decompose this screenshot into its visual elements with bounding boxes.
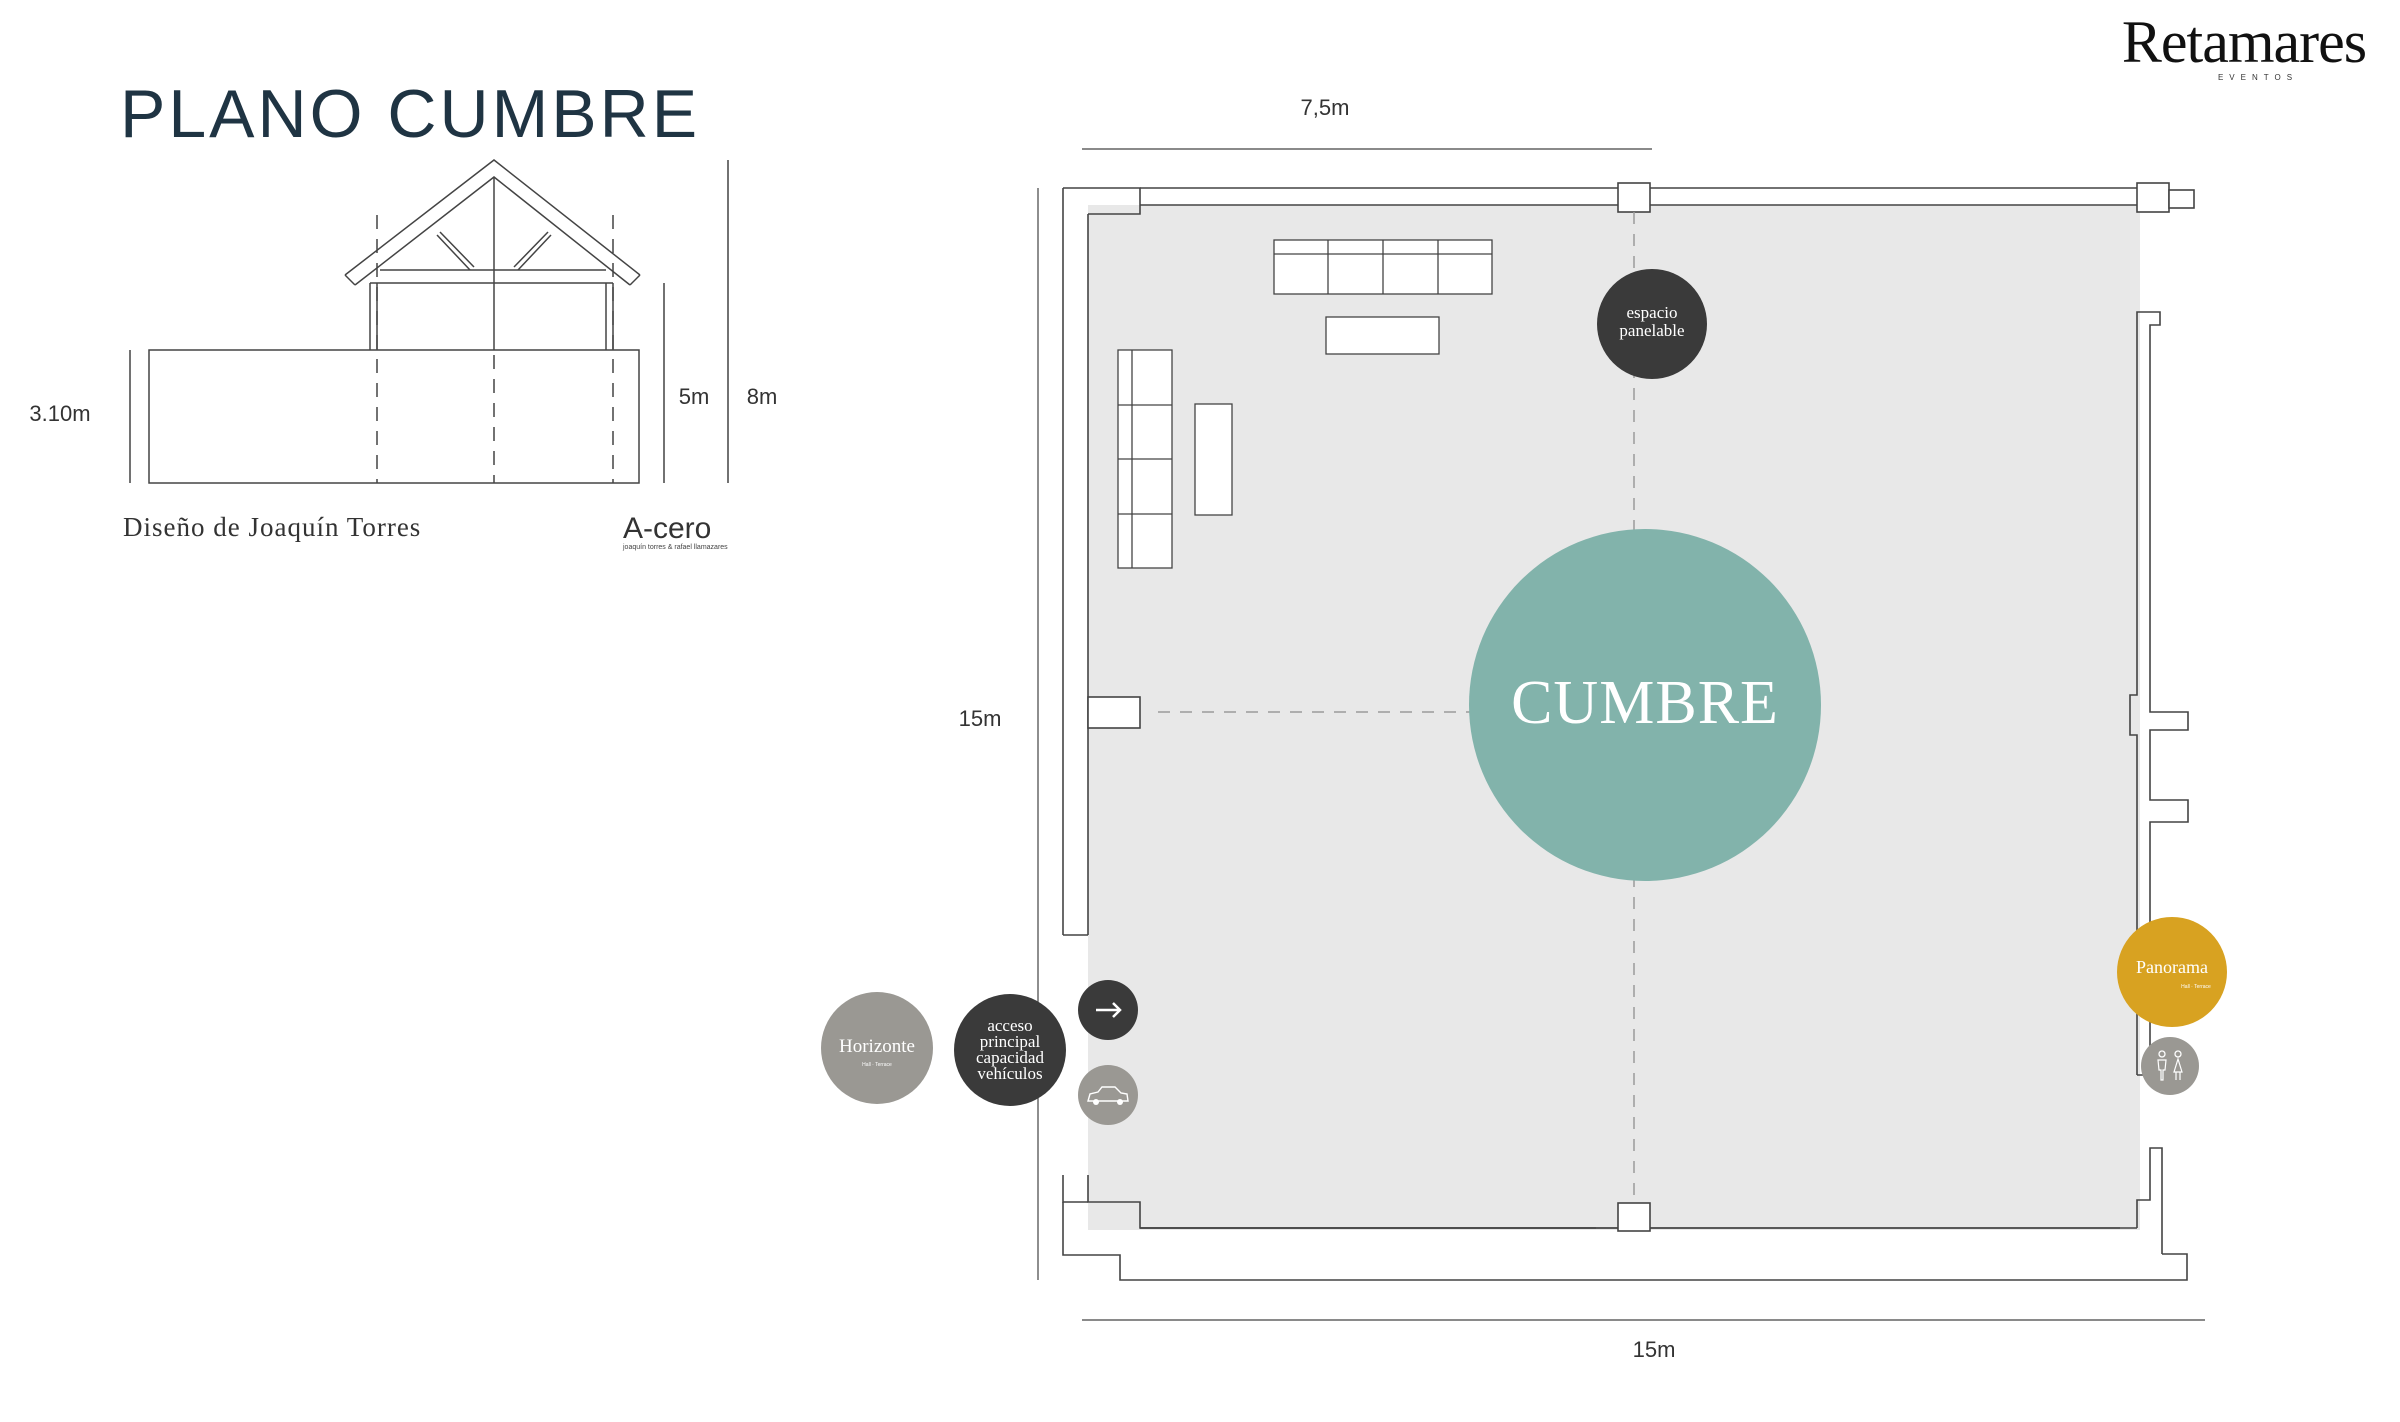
- dimension-top-label: 7,5m: [1301, 95, 1350, 120]
- car-icon[interactable]: [1078, 1065, 1138, 1125]
- horizonte-sublabel: Hall · Terrace: [862, 1062, 892, 1068]
- panelable-label-line2: panelable: [1619, 321, 1684, 340]
- horizonte-label: Horizonte: [839, 1036, 915, 1057]
- brand-name: Retamares: [2122, 9, 2366, 75]
- design-credit: Diseño de Joaquín Torres: [123, 512, 421, 542]
- panorama-marker[interactable]: [2117, 917, 2227, 1027]
- architect-logo-subtitle: joaquín torres & rafael llamazares: [622, 544, 728, 551]
- coffee-table-left: [1194, 403, 1233, 516]
- coffee-table-top: [1325, 316, 1440, 355]
- sofa-left: [1117, 349, 1173, 569]
- panelable-label-line1: espacio: [1627, 303, 1678, 322]
- access-label-line3: capacidad: [976, 1048, 1044, 1067]
- elevation-drawing: [129, 159, 729, 484]
- sofa-top: [1273, 239, 1493, 295]
- restroom-icon[interactable]: [2141, 1037, 2199, 1095]
- total-height-label: 8m: [747, 384, 778, 409]
- access-label-line1: acceso: [987, 1016, 1032, 1035]
- main-access-marker[interactable]: [954, 994, 1066, 1106]
- brand-logo: Retamares EVENTOS: [2122, 9, 2367, 82]
- access-label-line4: vehículos: [977, 1064, 1042, 1083]
- page-title: PLANO CUMBRE: [120, 76, 700, 152]
- cumbre-space-marker[interactable]: [1469, 529, 1821, 881]
- wall-height-label: 3.10m: [29, 401, 90, 426]
- panorama-sublabel: Hall · Terrace: [2181, 984, 2211, 990]
- architect-logo-text: A-cero: [623, 512, 711, 545]
- dimension-bottom-label: 15m: [1633, 1337, 1676, 1362]
- horizonte-link[interactable]: Horizonte Hall · Terrace: [821, 992, 933, 1104]
- panorama-label: Panorama: [2136, 957, 2208, 977]
- panorama-link[interactable]: Panorama Hall · Terrace: [2117, 917, 2227, 1027]
- architect-logo: A-cero joaquín torres & rafael llamazare…: [622, 512, 728, 551]
- cumbre-space-label: CUMBRE: [1511, 669, 1779, 737]
- horizonte-marker[interactable]: [821, 992, 933, 1104]
- mid-height-label: 5m: [679, 384, 710, 409]
- dimension-left-label: 15m: [959, 706, 1002, 731]
- arrow-right-icon[interactable]: [1078, 980, 1138, 1040]
- access-label-line2: principal: [980, 1032, 1041, 1051]
- panelable-space-marker[interactable]: [1597, 269, 1707, 379]
- brand-subtitle: EVENTOS: [2218, 73, 2298, 82]
